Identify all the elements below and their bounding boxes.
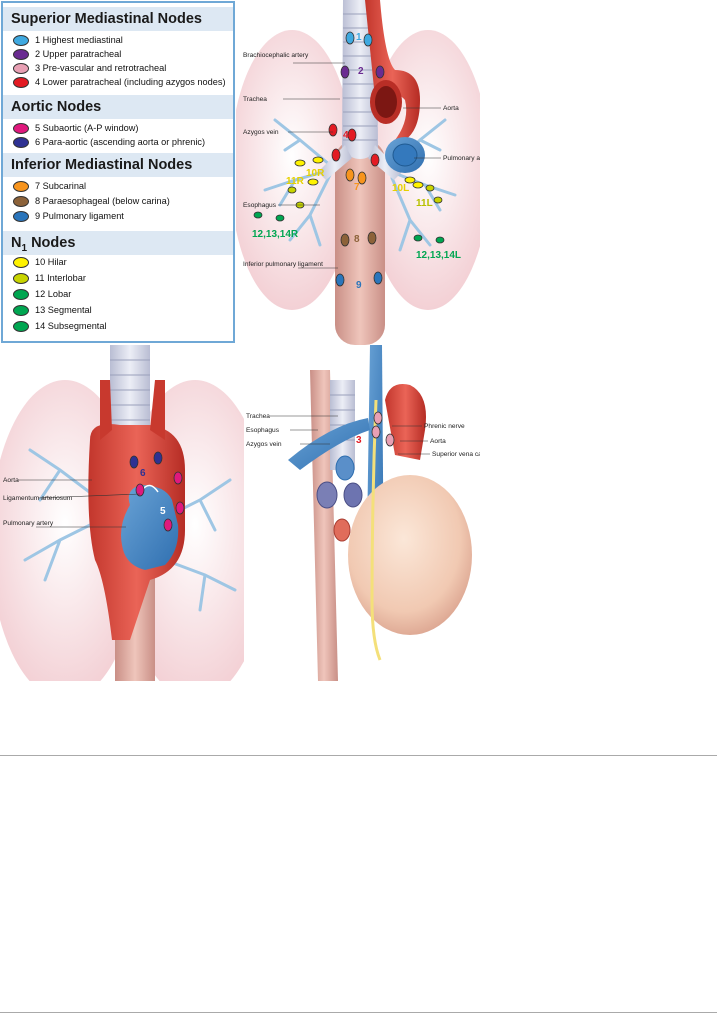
legend-section-title-aortic: Aortic Nodes: [3, 95, 233, 119]
node-swatch-icon: [13, 320, 29, 332]
label-trachea: Trachea: [243, 96, 267, 103]
bronchial-tree: [263, 118, 457, 252]
label-aorta: Aorta: [443, 105, 459, 112]
node-swatch-icon: [13, 62, 29, 74]
node-label-11l: 11L: [416, 198, 433, 209]
legend-item: 9 Pulmonary ligament: [13, 209, 124, 223]
node-label-1: 1: [356, 32, 362, 43]
label-azygos-vein: Azygos vein: [246, 441, 282, 448]
label-esophagus: Esophagus: [243, 202, 277, 209]
node-station-legend: Superior Mediastinal Nodes 1 Highest med…: [1, 1, 235, 343]
right-lung: [236, 30, 354, 310]
node-swatch-icon: [13, 288, 29, 300]
label-inferior-pulmonary-ligament: Inferior pulmonary ligament: [243, 261, 323, 268]
node-swatch-icon: [13, 34, 29, 46]
right-main-bronchus: [318, 145, 352, 180]
svg-text:Brachiocephalic artery: Brachiocephalic artery: [243, 52, 309, 59]
label-aorta: Aorta: [3, 477, 19, 484]
legend-section-title-n1: N1 Nodes: [3, 231, 233, 255]
node-swatch-icon: [13, 272, 29, 284]
heart: [348, 475, 472, 635]
node-label-2: 2: [358, 66, 364, 77]
node-label-7: 7: [354, 182, 360, 193]
node-label-8: 8: [354, 234, 360, 245]
legend-item: 11 Interlobar: [13, 271, 86, 285]
legend-item: 14 Subsegmental: [13, 319, 107, 333]
legend-item: 12 Lobar: [13, 287, 71, 301]
node-label-9: 9: [356, 280, 362, 291]
node-swatch-icon: [13, 304, 29, 316]
node-swatch-icon: [13, 136, 29, 148]
phrenic-nerve: [370, 399, 382, 661]
node-label-12r: 12,13,14R: [252, 229, 299, 240]
label-pulmonary-artery: Pulmonary artery: [443, 155, 494, 162]
legend-item: 4 Lower paratracheal (including azygos n…: [13, 75, 226, 89]
label-trachea: Trachea: [246, 413, 270, 420]
node-label-5: 5: [160, 506, 166, 517]
legend-item: 7 Subcarinal: [13, 179, 86, 193]
esophagus: [335, 140, 385, 345]
legend-item: 2 Upper paratracheal: [13, 47, 121, 61]
legend-item: 8 Paraesophageal (below carina): [13, 194, 170, 208]
node-label-3: 3: [356, 435, 362, 446]
panel-c-heart-lateral: 3 Trachea Esophagus Azygos vein Phrenic …: [244, 345, 489, 681]
legend-item: 13 Segmental: [13, 303, 92, 317]
legend-item: 3 Pre-vascular and retrotracheal: [13, 61, 166, 75]
legend-item: 10 Hilar: [13, 255, 67, 269]
panel-b-aortic-nodes: 6 5 Aorta Ligamentum arteriosum Pulmonar…: [0, 345, 244, 681]
node-label-11r: 11R: [286, 176, 305, 187]
node-swatch-icon: [13, 76, 29, 88]
label-brachiocephalic-artery: Brachiocephalic artery: [243, 52, 309, 59]
label-ligamentum-arteriosum: Ligamentum arteriosum: [3, 495, 73, 502]
label-azygos-vein: Azygos vein: [243, 129, 279, 136]
left-main-bronchus: [368, 145, 402, 180]
page-divider: [0, 1012, 717, 1013]
legend-section-title-inferior: Inferior Mediastinal Nodes: [3, 153, 233, 177]
aortic-arch: [365, 0, 420, 140]
node-label-10l: 10L: [392, 183, 409, 194]
node-swatch-icon: [13, 180, 29, 192]
legend-item: 1 Highest mediastinal: [13, 33, 123, 47]
legend-item: 6 Para-aortic (ascending aorta or phreni…: [13, 135, 205, 149]
label-pulmonary-artery: Pulmonary artery: [3, 520, 54, 527]
node-swatch-icon: [13, 48, 29, 60]
label-phrenic-nerve: Phrenic nerve: [424, 423, 465, 430]
node-label-6: 6: [140, 468, 146, 479]
node-label-12l: 12,13,14L: [416, 250, 461, 261]
legend-section-title-superior: Superior Mediastinal Nodes: [3, 7, 233, 31]
node-swatch-icon: [13, 122, 29, 134]
node-label-4: 4: [343, 130, 349, 141]
label-esophagus: Esophagus: [246, 427, 280, 434]
panel-a-mediastinum-front: 1 2 4 7 8 9 11R 10R 10L 11L 12,13,14R 12…: [236, 0, 494, 345]
node-swatch-icon: [13, 210, 29, 222]
label-superior-vena-cava: Superior vena cava: [432, 451, 489, 458]
pulmonary-artery: [121, 485, 179, 570]
node-swatch-icon: [13, 256, 29, 268]
node-label-10r: 10R: [306, 168, 325, 179]
legend-item: 5 Subaortic (A-P window): [13, 121, 139, 135]
node-swatch-icon: [13, 195, 29, 207]
label-aorta: Aorta: [430, 438, 446, 445]
page-divider: [0, 755, 717, 756]
